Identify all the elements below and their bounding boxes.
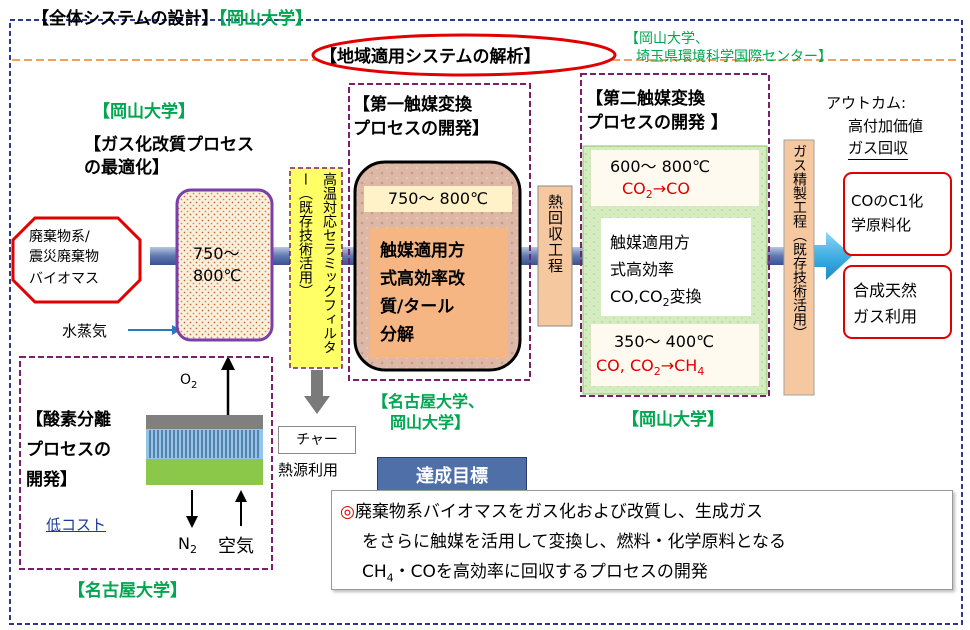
first-catalyst-title-line1: 【第一触媒変換 [353, 95, 472, 115]
biomass-line2: 震災廃棄物 [29, 249, 99, 265]
first-catalyst-org-line1: 【名古屋大学、 [372, 392, 485, 411]
heat-recovery-label: 熱回収工程 [546, 194, 564, 274]
second-body-line1: 触媒適用方 [610, 233, 691, 252]
gasifier-temp-line1: 750〜 [193, 244, 240, 263]
heat-use-label: 熱源利用 [278, 461, 339, 479]
second-temp2-box [591, 324, 759, 386]
second-temp1: 600〜 800℃ [610, 157, 711, 176]
second-body-box [601, 218, 751, 316]
first-catalyst-temp-box: 750〜 800℃ [364, 186, 512, 212]
outcome-box1-line2: 学原料化 [851, 216, 912, 234]
ceramic-filter-label: 高温対応セラミックフィルター（既存技術活用） [297, 172, 337, 354]
second-temp1-box [591, 150, 759, 206]
goal-line2: をさらに触媒を活用して変換し、燃料・化学原料となる [362, 532, 786, 552]
steam-label: 水蒸気 [62, 322, 108, 340]
char-box: チャー [278, 426, 356, 454]
goal-header: 達成目標 [377, 457, 527, 496]
regional-org-line2: 埼玉県環境科学国際センター】 [636, 49, 832, 65]
goal-line1: ◎廃棄物系バイオマスをガス化および改質し、生成ガス [340, 502, 763, 522]
first-catalyst-title-line2: プロセスの開発】 [353, 119, 489, 139]
outcome-box2-line1: 合成天然 [853, 281, 918, 300]
gasification-title-line1: 【ガス化改質プロセス [84, 135, 254, 155]
ceramic-filter-box [289, 167, 343, 369]
membrane-bottom [146, 459, 263, 485]
first-body-line1: 触媒適用方 [380, 241, 465, 261]
outcome-line2: ガス回収 [848, 137, 909, 160]
outcome-box2-line2: ガス利用 [853, 307, 918, 326]
low-cost-label: 低コスト [46, 516, 107, 534]
second-catalyst-title-line1: 【第二触媒変換 [586, 89, 705, 109]
gasification-title-line2: の最適化】 [84, 158, 169, 178]
first-body-line4: 分解 [380, 325, 414, 345]
second-reaction1: CO2→CO [622, 179, 690, 202]
page-title: 【全体システムの設計】【岡山大学】 [32, 4, 312, 29]
oxygen-title-line1: 【酸素分離 [26, 410, 111, 430]
gasifier-box [175, 188, 274, 342]
first-catalyst-box [348, 83, 531, 381]
outcome-box2: 合成天然 ガス利用 [843, 265, 952, 339]
oxygen-org: 【名古屋大学】 [68, 581, 187, 601]
regional-org-line1: 【岡山大学、 [625, 31, 709, 47]
biomass-line1: 廃棄物系/ [29, 229, 90, 245]
outcome-label: アウトカム: [826, 94, 907, 112]
outcome-box1-line1: COのC1化 [851, 192, 924, 210]
char-label: チャー [296, 432, 338, 448]
second-temp2: 350〜 400℃ [614, 332, 715, 351]
gasification-org: 【岡山大学】 [93, 102, 195, 122]
second-reaction2: CO, CO2→CH4 [596, 356, 705, 379]
regional-ellipse [311, 33, 617, 77]
oxygen-title-line3: 開発】 [26, 470, 77, 490]
second-catalyst-org: 【岡山大学】 [622, 410, 724, 430]
regional-analysis-label: 【地域適用システムの解析】 [320, 47, 541, 67]
title-org: 【岡山大学】 [218, 9, 313, 29]
biomass-octagon [11, 216, 142, 304]
title-main: 【全体システムの設計】 [32, 9, 219, 29]
air-label: 空気 [218, 536, 254, 557]
first-catalyst-org-line2: 岡山大学】 [390, 413, 471, 432]
second-body-line2: 式高効率 [610, 260, 675, 279]
second-catalyst-title-line2: プロセスの開発 】 [586, 113, 728, 133]
membrane-top [146, 415, 263, 429]
first-body-line3: 質/タール [380, 297, 455, 317]
outer-border [9, 19, 963, 625]
gas-purification-box [783, 139, 815, 396]
char-arrow [311, 370, 323, 398]
outcome-arrow [812, 232, 852, 280]
first-reactor-inner [370, 228, 508, 358]
biomass-line3: バイオマス [29, 271, 99, 287]
outcome-line1: 高付加価値 [848, 117, 924, 135]
outcome-box1: COのC1化 学原料化 [843, 172, 952, 256]
first-body-line2: 式高効率改 [380, 269, 465, 289]
second-catalyst-box [580, 73, 770, 397]
first-catalyst-temp: 750〜 800℃ [387, 189, 489, 208]
gasifier-temp-line2: 800℃ [193, 266, 242, 285]
gas-purification-label: ガス精製工程（既存技術活用） [791, 144, 807, 340]
n2-label: N2 [178, 534, 197, 557]
second-body-line3: CO,CO2変換 [610, 287, 702, 310]
oxygen-separation-box [19, 356, 273, 570]
goal-label: 達成目標 [416, 466, 488, 487]
o2-label: O2 [180, 372, 198, 391]
oxygen-title-line2: プロセスの [26, 440, 111, 460]
heat-recovery-box [537, 185, 573, 327]
goal-box: ◎廃棄物系バイオマスをガス化および改質し、生成ガス をさらに触媒を活用して変換し… [331, 490, 953, 590]
goal-line3: CH4・COを高効率に回収するプロセスの開発 [362, 562, 708, 585]
